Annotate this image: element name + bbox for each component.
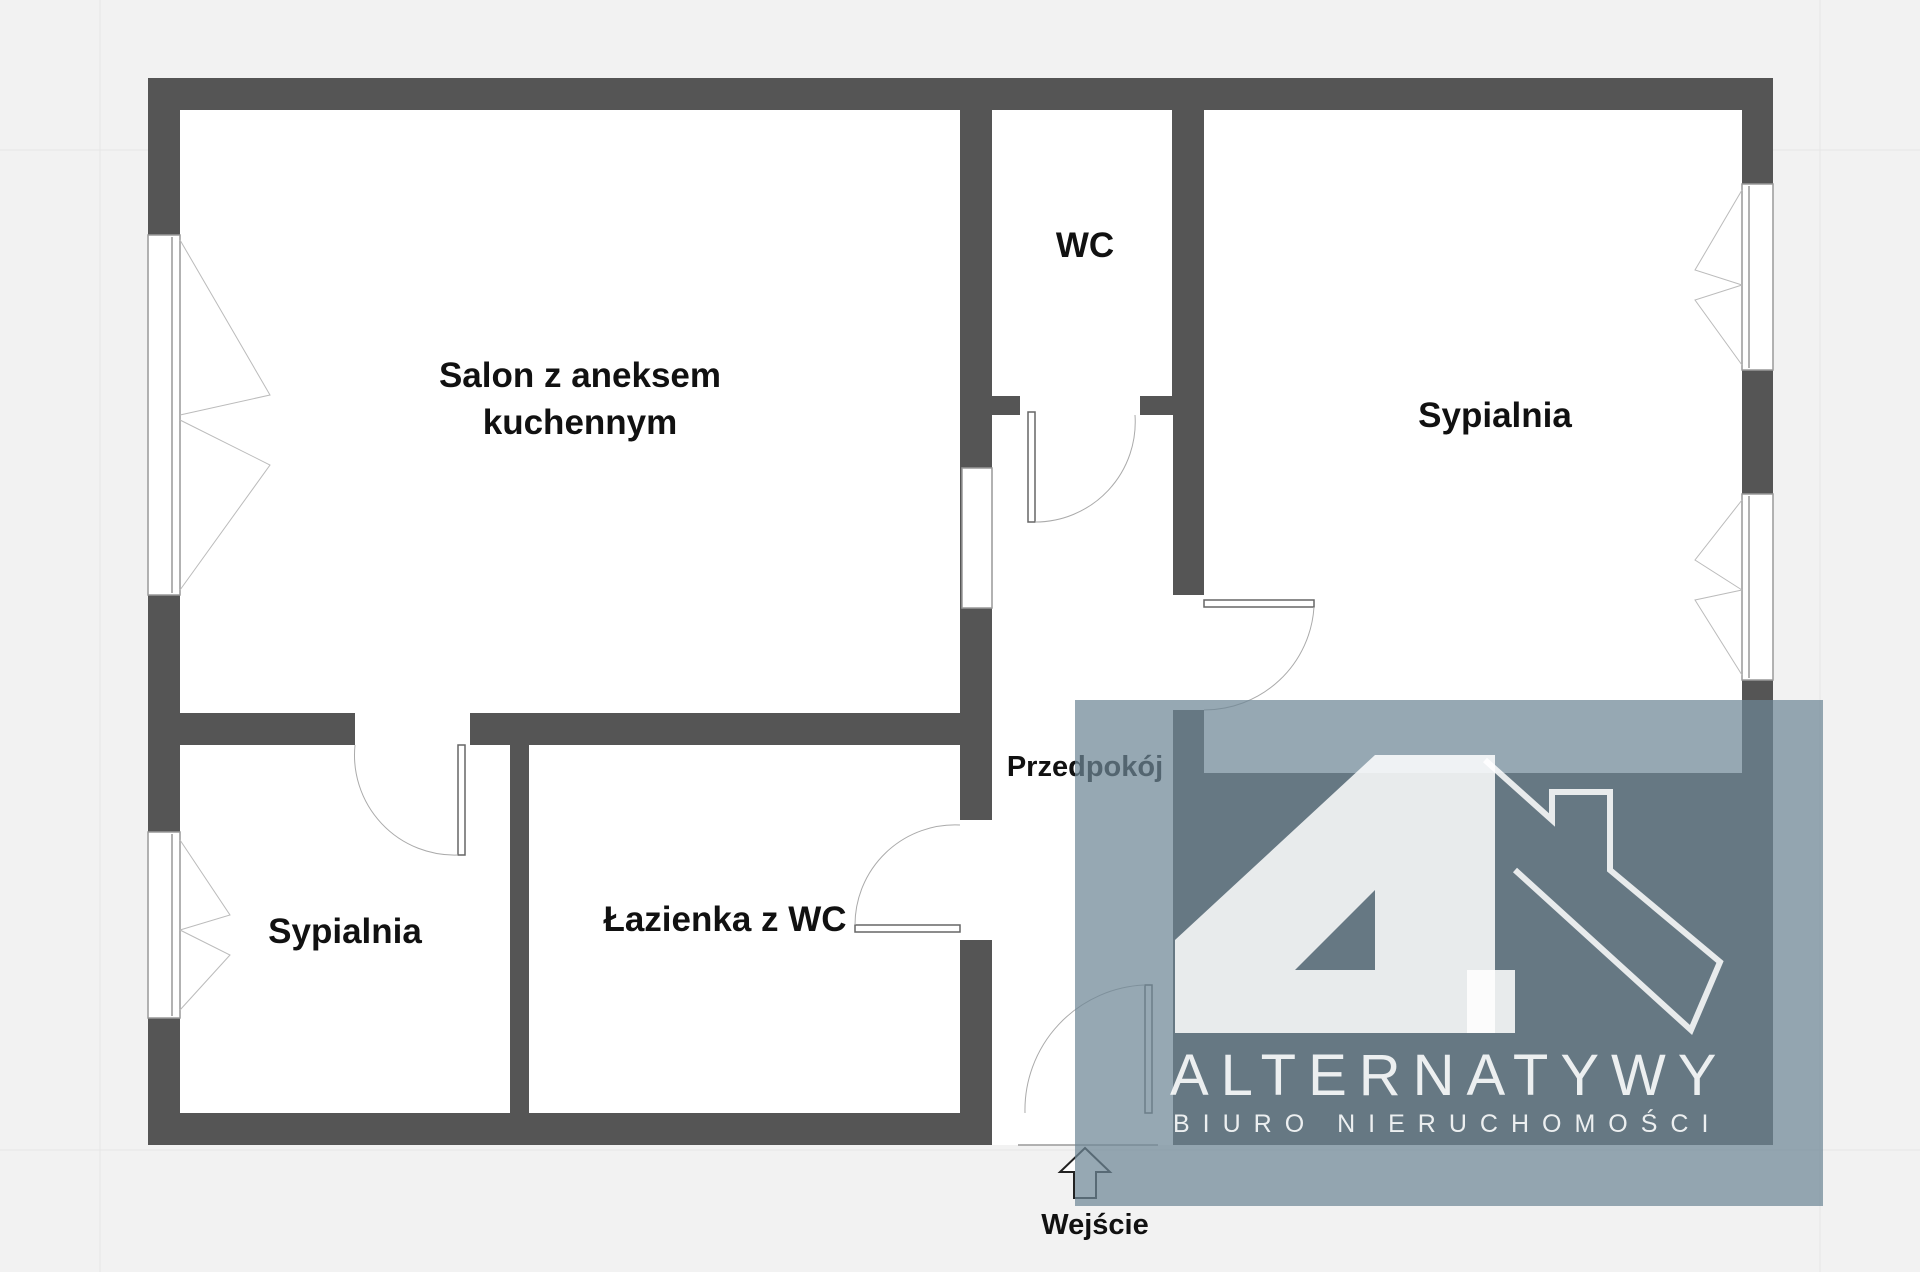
bedroom-left-window <box>147 831 181 1019</box>
room-label-bedroom-left: Sypialnia <box>268 912 422 951</box>
bedroom-right-floor <box>1204 110 1742 773</box>
room-label-salon: Salon z aneksem kuchennym <box>438 356 722 443</box>
room-label-bedroom-right: Sypialnia <box>1418 396 1572 435</box>
watermark-brand: ALTERNATYWY <box>1170 1043 1729 1108</box>
watermark-subtitle: BIURO NIERUCHOMOŚCI <box>1173 1110 1722 1138</box>
entrance-label: Wejście <box>1041 1209 1149 1241</box>
watermark-overlay: ALTERNATYWY BIURO NIERUCHOMOŚCI <box>1075 700 1823 1206</box>
bedroom-left-floor <box>180 745 510 1113</box>
house-4-logo-icon <box>1175 755 1724 1036</box>
hall-wall-opening <box>961 467 993 609</box>
salon-floor <box>180 110 960 713</box>
room-label-bathroom: Łazienka z WC <box>603 900 847 939</box>
room-floors <box>180 110 1742 1145</box>
windows <box>147 183 1774 1019</box>
window-swings <box>179 189 1743 1011</box>
bedroom-right-window-top <box>1741 183 1774 371</box>
bedroom-right-window-bottom <box>1741 493 1774 681</box>
salon-window <box>147 234 181 596</box>
wc-floor <box>992 110 1172 396</box>
room-label-wc: WC <box>1055 226 1115 265</box>
